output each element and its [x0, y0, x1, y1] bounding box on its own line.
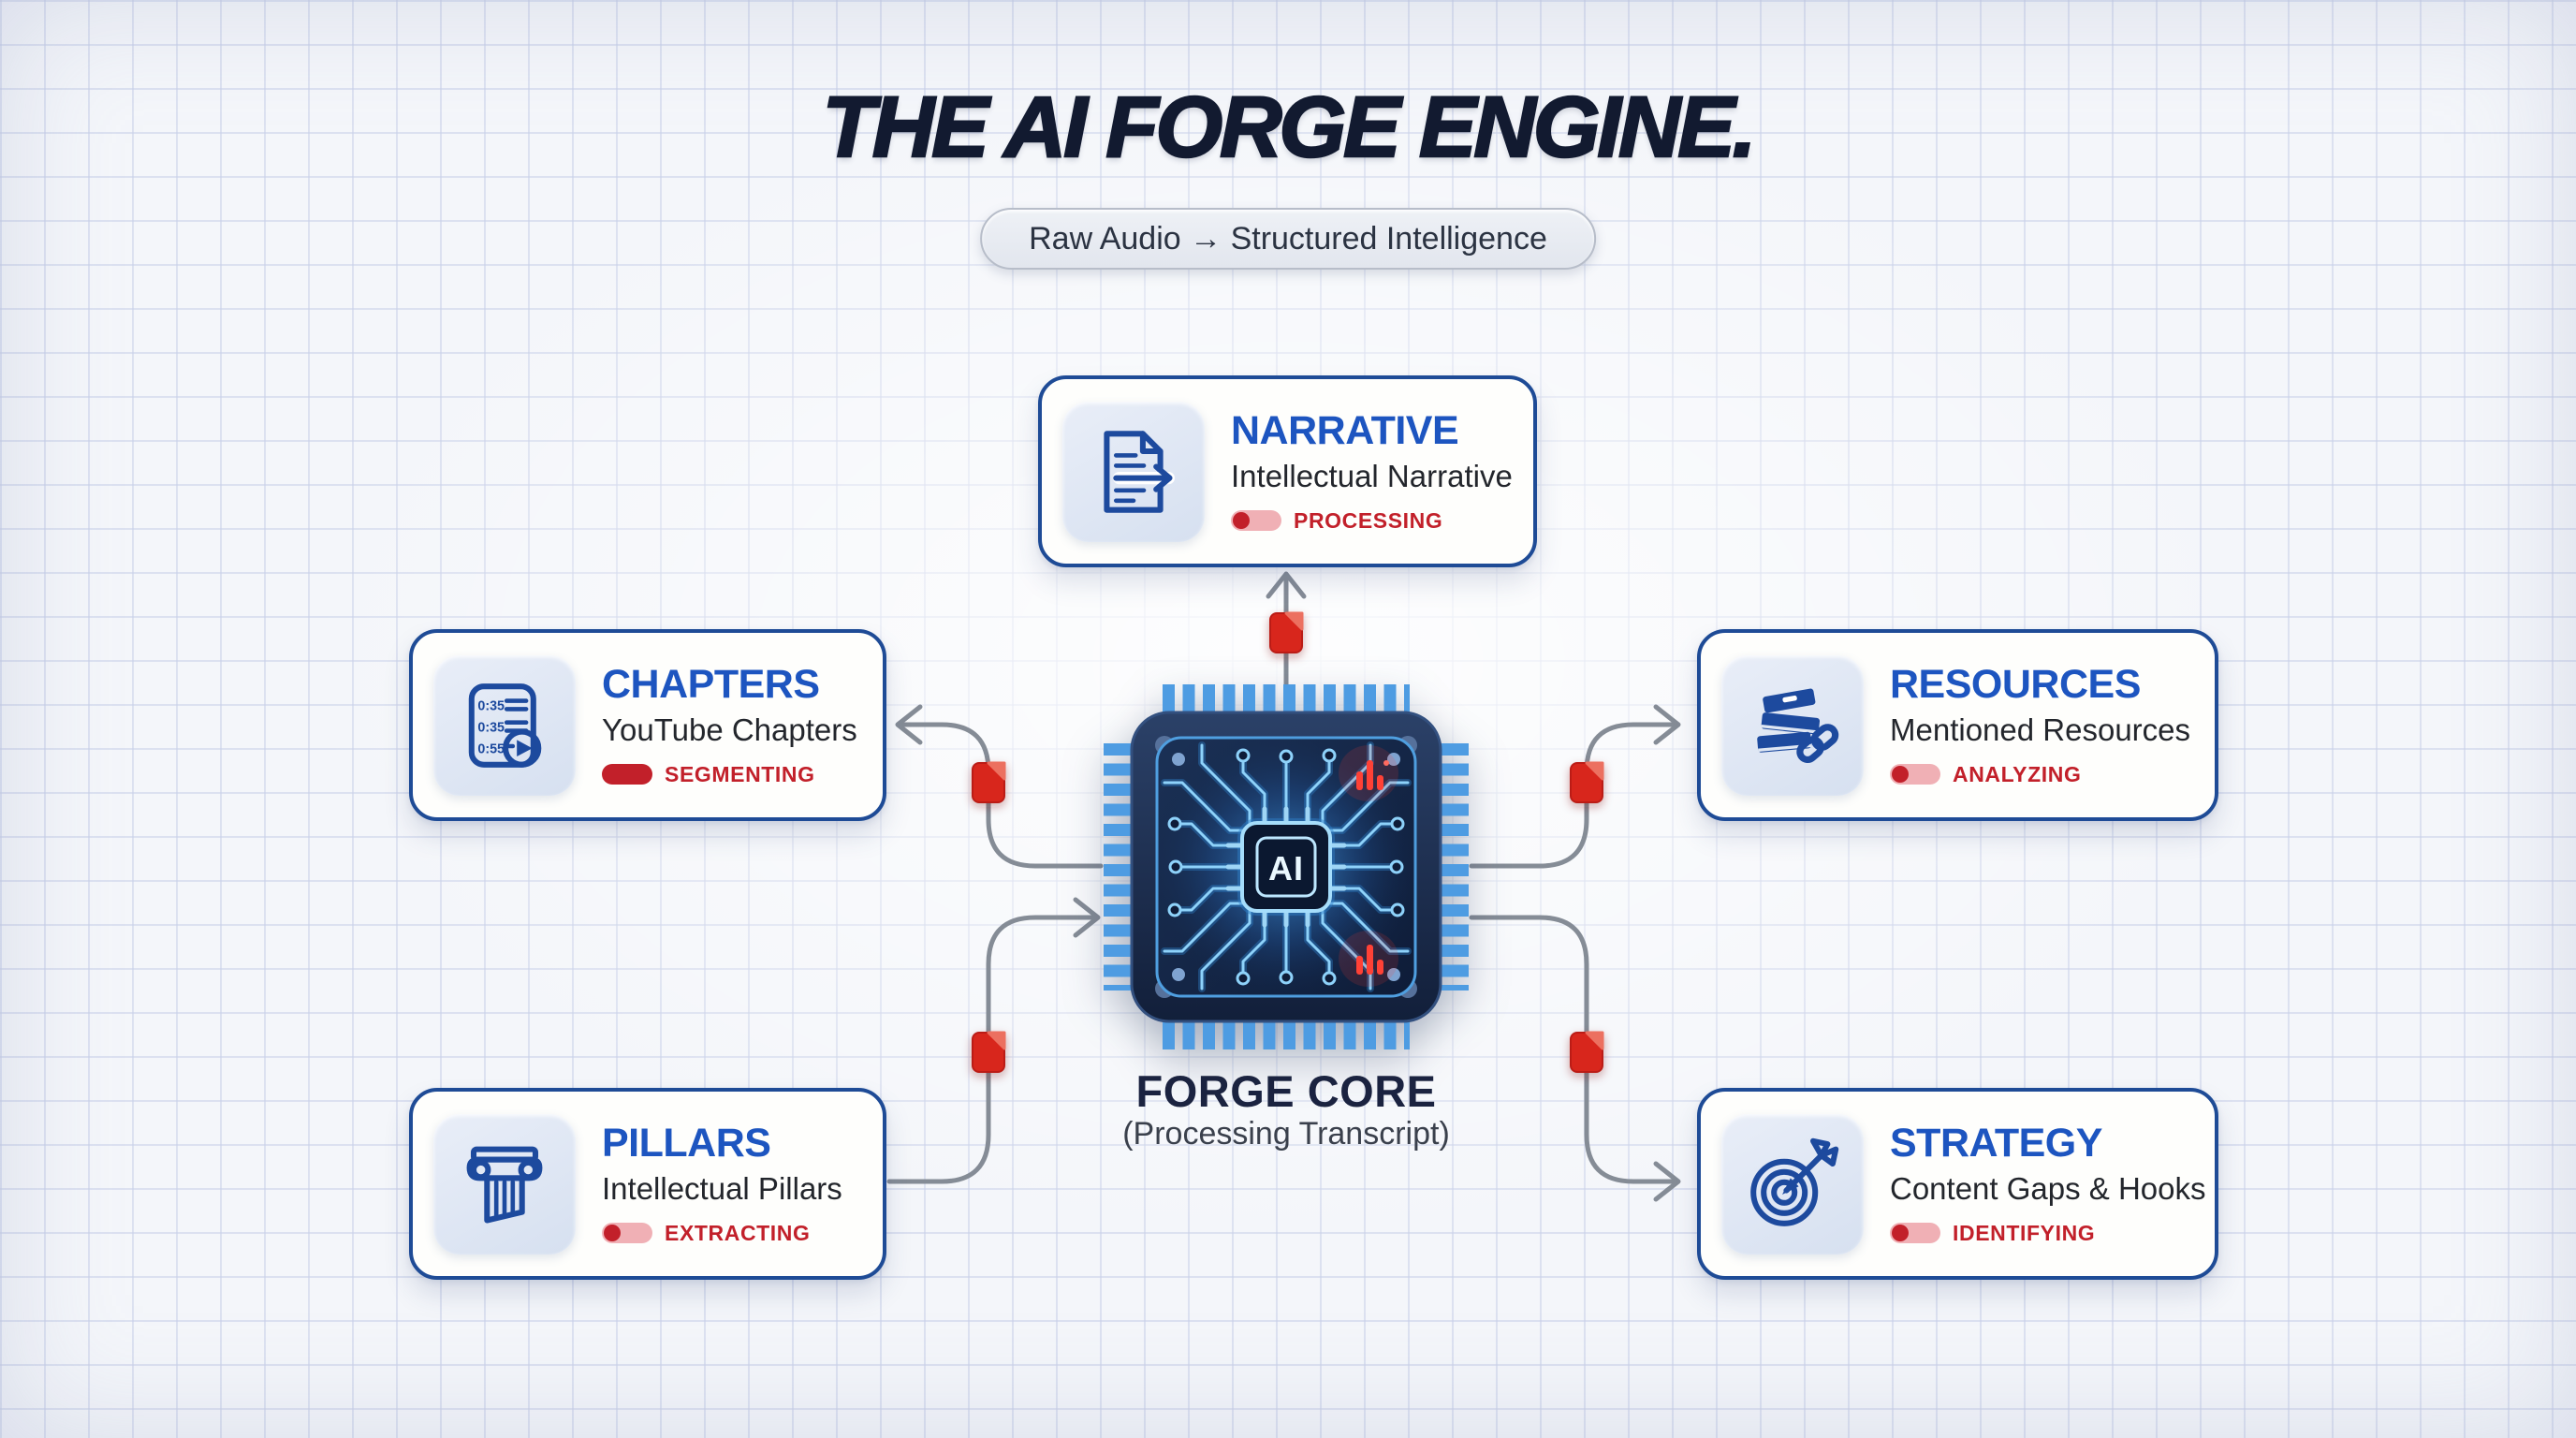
card-resources: RESOURCES Mentioned Resources ANALYZING [1697, 629, 2218, 821]
chip-ai-label: AI [1268, 849, 1304, 888]
status-label: PROCESSING [1294, 507, 1443, 533]
card-title: RESOURCES [1890, 662, 2141, 708]
card-subtitle: Content Gaps & Hooks [1890, 1170, 2206, 1206]
status-label: ANALYZING [1953, 761, 2082, 786]
status-indicator [1231, 510, 1281, 532]
card-chapters: 0:35 0:35 0:55 CHAPTERS YouTube Chapters… [409, 629, 886, 821]
card-subtitle: Mentioned Resources [1890, 712, 2191, 747]
card-subtitle: Intellectual Narrative [1231, 458, 1513, 493]
narrative-icon-tile [1062, 401, 1205, 542]
red-file-icon [1569, 761, 1604, 804]
card-title: STRATEGY [1890, 1121, 2102, 1167]
timestamp-label: 0:55 [477, 741, 505, 756]
status-label: SEGMENTING [665, 761, 815, 786]
classical-column-icon [466, 1146, 543, 1224]
red-file-icon [971, 1031, 1006, 1074]
status-indicator [602, 764, 652, 785]
resources-icon-tile [1721, 654, 1864, 796]
page-title: THE AI FORGE ENGINE. [821, 79, 1757, 177]
timestamp-label: 0:35 [477, 720, 505, 735]
card-title: PILLARS [602, 1121, 771, 1167]
status-row: EXTRACTING [602, 1221, 842, 1246]
chip-activity-bars [1339, 745, 1398, 987]
card-pillars: PILLARS Intellectual Pillars EXTRACTING [409, 1088, 886, 1280]
card-subtitle: YouTube Chapters [602, 712, 857, 747]
strategy-icon-tile [1721, 1113, 1864, 1255]
red-file-icon [1268, 611, 1304, 654]
red-file-icon [1569, 1031, 1604, 1074]
document-arrow-icon [1104, 430, 1175, 513]
card-subtitle: Intellectual Pillars [602, 1170, 842, 1206]
card-title: NARRATIVE [1231, 408, 1459, 454]
pillars-icon-tile [433, 1113, 576, 1255]
status-row: PROCESSING [1231, 508, 1513, 534]
card-narrative: NARRATIVE Intellectual Narrative PROCESS… [1038, 375, 1537, 567]
chapter-list-play-icon: 0:35 0:35 0:55 [468, 682, 542, 768]
red-file-icon [971, 761, 1006, 804]
core-subtitle: (Processing Transcript) [1122, 1116, 1450, 1152]
card-title: CHAPTERS [602, 662, 820, 708]
chapters-icon-tile: 0:35 0:35 0:55 [433, 654, 576, 796]
status-label: EXTRACTING [665, 1220, 811, 1245]
target-arrow-icon [1750, 1137, 1839, 1226]
books-chain-icon [1757, 688, 1839, 763]
ai-chip-icon: AI [1104, 684, 1469, 1049]
status-label: IDENTIFYING [1953, 1220, 2096, 1245]
core-title: FORGE CORE [1135, 1066, 1437, 1116]
status-row: SEGMENTING [602, 762, 857, 787]
status-row: ANALYZING [1890, 762, 2190, 787]
status-indicator [602, 1223, 652, 1244]
status-indicator [1890, 1223, 1940, 1244]
timestamp-label: 0:35 [477, 698, 505, 713]
status-indicator [1890, 764, 1940, 785]
status-row: IDENTIFYING [1890, 1221, 2206, 1246]
subtitle-badge: Raw Audio → Structured Intelligence [980, 208, 1596, 270]
card-strategy: STRATEGY Content Gaps & Hooks IDENTIFYIN… [1697, 1088, 2218, 1280]
